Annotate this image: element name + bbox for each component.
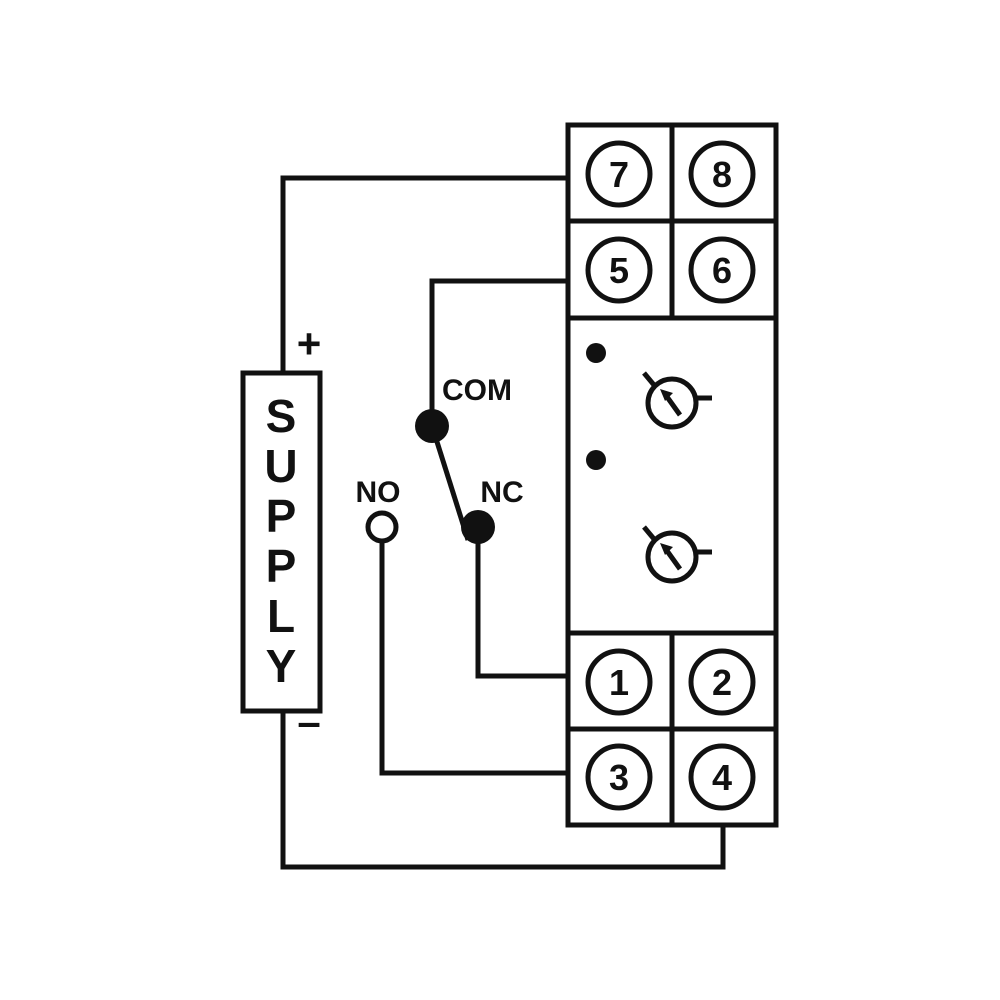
- contacts: COM NO NC: [356, 374, 524, 544]
- terminal-2: 2: [688, 648, 756, 716]
- com-label: COM: [442, 374, 512, 407]
- wires: [280, 175, 726, 870]
- supply-block: S U P P L Y + –: [240, 320, 323, 745]
- com-contact-dot: [415, 409, 449, 443]
- supply-letter-l: L: [267, 590, 295, 642]
- wire-supply-minus-to-terminal-4: [280, 711, 726, 870]
- terminal-2-label: 2: [712, 662, 732, 703]
- wire-supply-plus-to-terminal-7: [280, 175, 568, 373]
- wire-nc-to-terminal-1: [475, 527, 568, 679]
- terminal-7-label: 7: [609, 154, 629, 195]
- potentiometer-dial-icon: [642, 525, 712, 584]
- relay-module: 7 8 5 6 1 2 3 4: [565, 122, 779, 828]
- terminal-5: 5: [585, 236, 653, 304]
- wire-com-to-terminal-5: [429, 278, 568, 426]
- no-label: NO: [356, 476, 401, 509]
- supply-minus-sign: –: [297, 698, 320, 745]
- terminal-1-label: 1: [609, 662, 629, 703]
- terminal-6-label: 6: [712, 250, 732, 291]
- terminal-3: 3: [585, 743, 653, 811]
- terminal-1: 1: [585, 648, 653, 716]
- terminal-4: 4: [688, 743, 756, 811]
- terminal-5-label: 5: [609, 250, 629, 291]
- terminal-8: 8: [688, 140, 756, 208]
- nc-contact-dot: [461, 510, 495, 544]
- potentiometer-dial-icon: [642, 371, 712, 430]
- supply-plus-sign: +: [297, 320, 322, 367]
- terminal-6: 6: [688, 236, 756, 304]
- indicator-dot-icon: [586, 343, 606, 363]
- terminal-4-label: 4: [712, 757, 732, 798]
- supply-letter-s: S: [266, 390, 297, 442]
- indicator-dot-icon: [586, 450, 606, 470]
- wire-no-to-terminal-3: [379, 542, 568, 776]
- supply-letter-y: Y: [266, 640, 297, 692]
- supply-letter-p2: P: [266, 540, 297, 592]
- terminal-7: 7: [585, 140, 653, 208]
- no-contact-circle: [365, 510, 399, 544]
- switch-blade: [429, 425, 471, 541]
- terminal-8-label: 8: [712, 154, 732, 195]
- terminal-3-label: 3: [609, 757, 629, 798]
- supply-box: [240, 370, 323, 714]
- nc-label: NC: [480, 476, 523, 509]
- supply-letter-p1: P: [266, 490, 297, 542]
- supply-letter-u: U: [264, 440, 297, 492]
